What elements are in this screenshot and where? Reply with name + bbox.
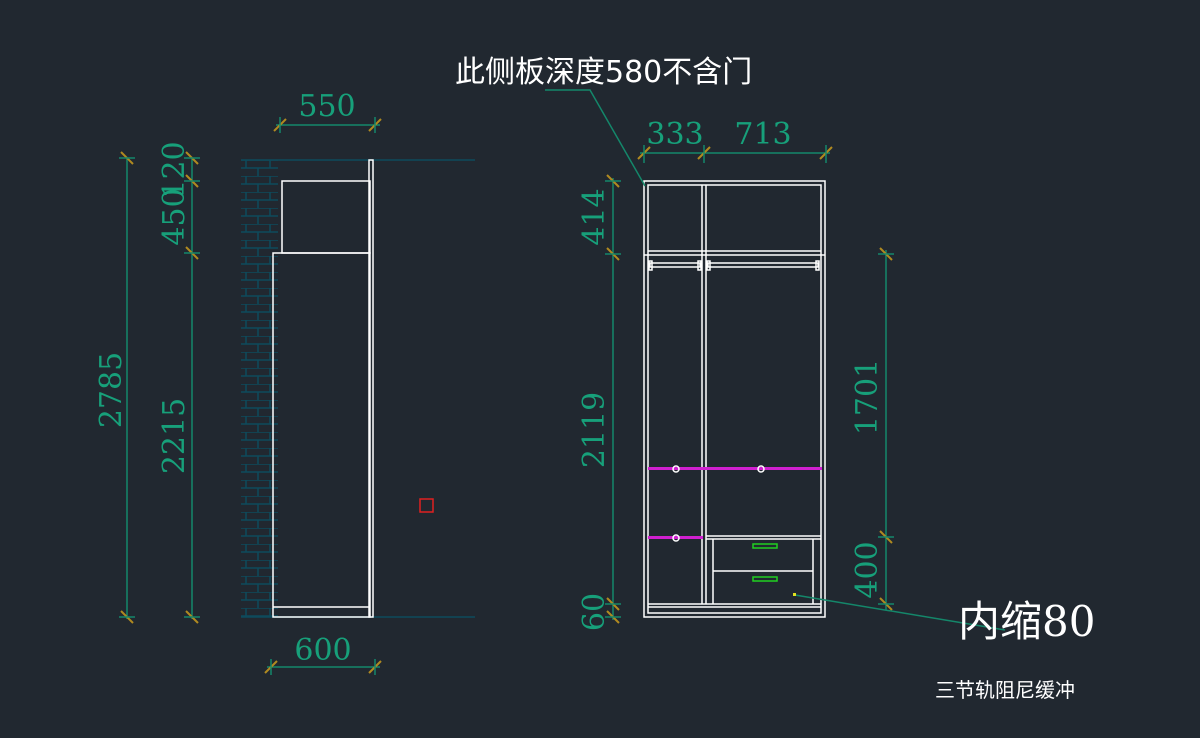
side-view: 2785 120 450 2215 550 600 [94, 89, 475, 675]
dim-width-left: 333 [646, 117, 703, 152]
inset-note: 内缩80 [958, 597, 1095, 646]
hanging-rod [648, 260, 820, 271]
shelf [648, 536, 703, 539]
dim-height-lower: 2215 [157, 398, 192, 474]
title-leader [545, 89, 646, 187]
dim-width-top: 550 [298, 89, 355, 124]
shelf [648, 467, 822, 470]
dim-height-top-front: 414 [577, 188, 612, 245]
title-note: 此侧板深度580不含门 [455, 55, 752, 90]
drawer-handle [752, 576, 778, 582]
dim-height-upper: 450 [157, 188, 192, 245]
dim-height-drawers: 400 [850, 541, 885, 598]
lower-cabinet-side [272, 252, 371, 618]
wall-hatch [241, 160, 278, 617]
dim-width-right: 713 [734, 117, 791, 152]
rail-note: 三节轨阻尼缓冲 [935, 678, 1075, 702]
inset-leader [794, 594, 1006, 631]
upper-cabinet-side [281, 180, 371, 254]
dim-width-bottom: 600 [294, 633, 351, 668]
dim-height-plinth: 60 [577, 593, 612, 631]
dim-height-top: 120 [157, 141, 192, 198]
marker-square [419, 498, 434, 513]
dim-height-total: 2785 [94, 352, 129, 428]
wardrobe-frame [643, 180, 826, 618]
front-view: 333 713 414 2119 60 1701 400 [577, 117, 894, 631]
side-panel [368, 159, 374, 618]
dim-height-main: 2119 [577, 392, 612, 468]
dim-height-hanging: 1701 [850, 359, 885, 435]
drawer-handle [752, 543, 778, 549]
